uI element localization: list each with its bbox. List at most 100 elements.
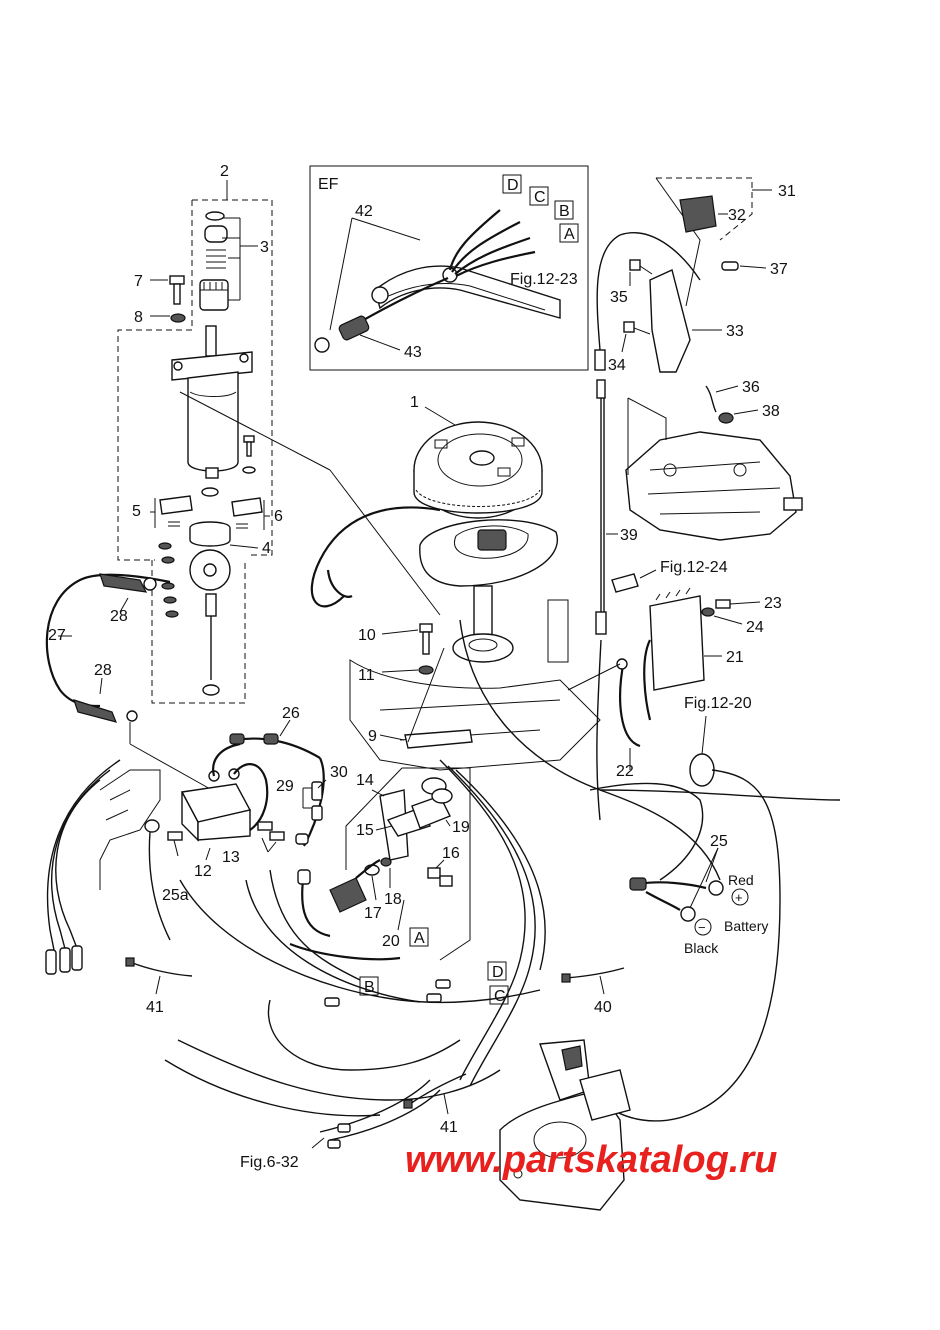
plus-symbol: + xyxy=(735,890,743,905)
callout-24: 24 xyxy=(746,619,764,636)
flange-hole-left xyxy=(173,361,183,371)
inset-label-a: A xyxy=(564,226,575,243)
screw-13b xyxy=(269,831,285,841)
leader-30 xyxy=(317,779,327,789)
crank-bore xyxy=(468,638,498,652)
left-bundle-1 xyxy=(46,759,121,961)
battery-cable-red xyxy=(639,881,707,890)
callout-28a: 28 xyxy=(110,608,128,625)
callout-37: 37 xyxy=(770,261,788,278)
carb-fitting xyxy=(783,497,803,511)
flywheel-hub xyxy=(469,450,495,466)
leader-41a xyxy=(155,975,161,995)
harness-low-6 xyxy=(267,999,461,1071)
inset-box-b xyxy=(554,200,574,220)
leader-17 xyxy=(371,875,377,901)
flywheel-group xyxy=(349,406,601,771)
starter-dash-frame-left xyxy=(117,200,193,561)
callout-35: 35 xyxy=(610,289,628,306)
leader-16 xyxy=(435,859,445,869)
leader-43 xyxy=(359,334,401,351)
carb-screw-2 xyxy=(733,463,747,477)
plug-29 xyxy=(295,833,309,845)
harness-to-fig632-b xyxy=(319,1079,431,1133)
leader-25b-black xyxy=(689,847,719,909)
kill-switch-lead xyxy=(289,942,401,961)
callout-41b: 41 xyxy=(440,1119,458,1136)
bracket-31-frame-left xyxy=(655,177,701,307)
battery-red-label: Red xyxy=(728,872,754,888)
bolt-10-shank xyxy=(422,631,430,655)
inset-wire-c xyxy=(451,221,521,273)
remote-handle-button xyxy=(561,1045,583,1071)
callout-18: 18 xyxy=(384,891,402,908)
killswitch-frame-left xyxy=(345,767,403,870)
plug-b xyxy=(324,997,340,1007)
harness-trunk-1 xyxy=(459,619,721,881)
spring-part xyxy=(206,249,226,269)
carburetor-body xyxy=(625,431,797,541)
stack-washer-3 xyxy=(161,582,175,590)
callout-8: 8 xyxy=(134,309,143,326)
plate-9 xyxy=(404,729,473,749)
bracket-31-frame-top xyxy=(656,177,753,241)
box-a-label: A xyxy=(414,930,425,947)
kill-switch-group: A xyxy=(289,767,471,961)
remote-screw xyxy=(513,1169,523,1179)
flywheel-inner xyxy=(437,433,523,487)
inset-wire-d xyxy=(448,209,501,271)
remote-neutral-block xyxy=(579,1069,631,1121)
leader-13 xyxy=(261,837,269,853)
plug-d xyxy=(435,979,451,989)
screw-16a xyxy=(427,867,441,879)
leader-36 xyxy=(715,385,739,393)
harness-trunk-4 xyxy=(455,769,546,971)
callout-12: 12 xyxy=(194,863,212,880)
tie-strap-41b-head xyxy=(403,1099,413,1109)
callout-33: 33 xyxy=(726,323,744,340)
callout-9: 9 xyxy=(368,728,377,745)
connector-30 xyxy=(311,781,323,801)
tie-strap-41-top xyxy=(129,961,193,977)
cable-39-end-top xyxy=(594,349,606,371)
ef-inset-frame xyxy=(309,165,589,371)
connector-29 xyxy=(311,805,323,821)
callout-14: 14 xyxy=(356,772,374,789)
callout-25a: 25a xyxy=(162,887,189,904)
flywheel-slot-2 xyxy=(511,437,525,447)
screw-part xyxy=(243,435,255,443)
callout-6: 6 xyxy=(274,508,283,525)
inset-wire-b xyxy=(454,236,531,275)
stator-wire-2 xyxy=(326,569,353,598)
callout-3: 3 xyxy=(260,239,269,256)
fig-12-24-ref: Fig.12-24 xyxy=(660,559,728,576)
plug-c xyxy=(426,993,442,1003)
assembly-line-starter-2 xyxy=(329,469,441,616)
battery-terminal-black xyxy=(680,906,696,922)
harness-low-1 xyxy=(179,879,541,1004)
harness-26 xyxy=(229,719,327,847)
callout-42: 42 xyxy=(355,203,373,220)
bolt-7-shank xyxy=(173,283,181,305)
minus-symbol-circle xyxy=(694,918,712,936)
battery-black-label: Black xyxy=(684,940,719,956)
pinion-part xyxy=(199,279,229,311)
callout-30: 30 xyxy=(330,764,348,781)
bolt-23 xyxy=(715,599,731,609)
harness-26-lead xyxy=(303,757,325,847)
housing-band xyxy=(189,391,237,397)
engine-left-sketch xyxy=(99,769,161,890)
leader-37 xyxy=(739,265,767,269)
starter-shaft xyxy=(205,325,217,357)
leader-20 xyxy=(397,899,405,931)
relay-front xyxy=(197,809,251,841)
killswitch-frame-right xyxy=(402,767,471,961)
battery-cable-boot xyxy=(629,877,647,891)
harness-trunk-3 xyxy=(447,765,536,1087)
washer-25a xyxy=(144,819,160,833)
leader-40 xyxy=(599,975,605,995)
callout-16: 16 xyxy=(442,845,460,862)
tie-strap-41-head xyxy=(125,957,135,967)
kill-switch-cap xyxy=(371,286,389,304)
